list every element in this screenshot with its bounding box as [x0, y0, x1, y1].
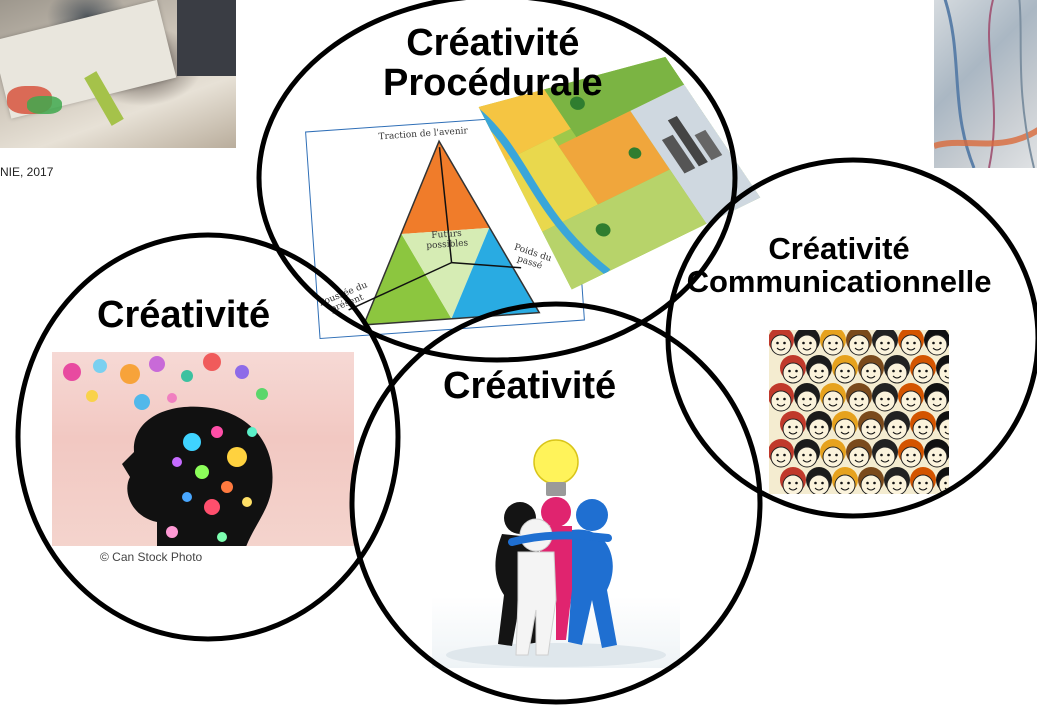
cartoon-face [872, 439, 898, 468]
cartoon-face [846, 383, 872, 412]
cartoon-face [794, 383, 820, 412]
cartoon-face [780, 467, 806, 494]
cartoon-face [872, 383, 898, 412]
cartoon-face [820, 330, 846, 356]
cartoon-face [820, 439, 846, 468]
lightbulb-icon [533, 439, 579, 496]
cartoon-face [858, 411, 884, 440]
cartoon-face [794, 439, 820, 468]
stock-photo-credit: © Can Stock Photo [52, 546, 354, 568]
cartoon-face [898, 439, 924, 468]
cartoon-face [936, 355, 949, 384]
bubble-cloud [63, 353, 268, 410]
cartoon-face [898, 383, 924, 412]
cartoon-face [858, 355, 884, 384]
teamwork-image [432, 430, 680, 668]
heading-creativite-bottom: Créativité [443, 365, 617, 407]
triangle-top-orange [401, 141, 490, 235]
photo-caption: NIE, 2017 [0, 165, 54, 179]
cartoon-face [832, 411, 858, 440]
cartoon-face [832, 355, 858, 384]
cartoon-face [794, 330, 820, 356]
cartoon-face [832, 467, 858, 494]
cartoon-face [884, 355, 910, 384]
cartoon-face [910, 411, 936, 440]
cartoon-face [769, 330, 794, 356]
cartoon-face [884, 411, 910, 440]
cartoon-face [924, 439, 949, 468]
cartoon-face [846, 439, 872, 468]
cartoon-face [769, 439, 794, 468]
cartoon-face [820, 383, 846, 412]
cartoon-face [898, 330, 924, 356]
cartoon-face [846, 330, 872, 356]
crowd-faces-image [769, 330, 949, 494]
colorful-head-image: © Can Stock Photo [52, 352, 354, 568]
heading-creativite-left: Créativité [97, 294, 271, 336]
cartoon-face [936, 411, 949, 440]
cartoon-face [806, 411, 832, 440]
cartoon-face [910, 467, 936, 494]
cartoon-face [806, 467, 832, 494]
cartoon-face [806, 355, 832, 384]
label-futurs-possibles: Futurs possibles [426, 228, 469, 252]
cartoon-face [924, 330, 949, 356]
cartoon-face [936, 467, 949, 494]
cartoon-face [924, 383, 949, 412]
heading-creativite-procedurale: Créativité Procédurale [383, 22, 603, 104]
cartoon-face [780, 355, 806, 384]
blue-figure [568, 499, 617, 648]
heading-creativite-communicationnelle: Créativité Communicationnelle [686, 231, 992, 299]
cartoon-face [872, 330, 898, 356]
cartoon-face [858, 467, 884, 494]
map-photo [934, 0, 1037, 168]
cartoon-face [884, 467, 910, 494]
cartoon-face [769, 383, 794, 412]
workshop-photo [0, 0, 236, 148]
cartoon-face [780, 411, 806, 440]
cartoon-face [910, 355, 936, 384]
